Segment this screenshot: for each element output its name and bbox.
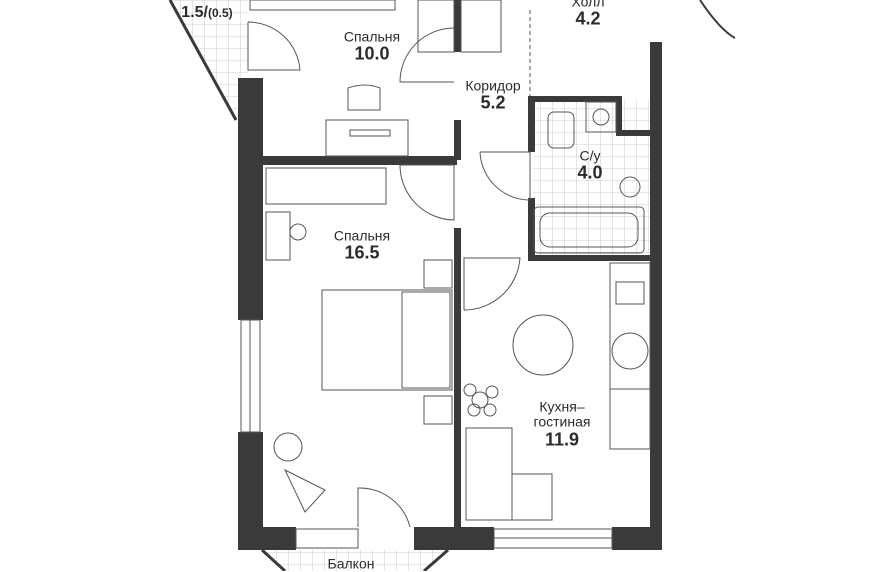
corridor-area: 5.2 bbox=[480, 92, 506, 113]
bathroom-area: 4.0 bbox=[577, 162, 603, 183]
hall-label: Холл 4.2 bbox=[572, 0, 605, 30]
hall-area: 4.2 bbox=[575, 8, 601, 29]
bathroom-label: С/у 4.0 bbox=[577, 148, 602, 183]
windows bbox=[240, 319, 613, 549]
hall-name: Холл bbox=[571, 0, 605, 10]
balcony-bottom-label: Балкон bbox=[327, 555, 375, 572]
bedroom-large-label: Спальня 16.5 bbox=[334, 228, 390, 263]
corridor-name: Коридор bbox=[465, 77, 521, 94]
balcony-edges bbox=[168, 0, 736, 571]
balcony-bottom-name: Балкон bbox=[327, 555, 375, 572]
balcony-top-area: 1.5 bbox=[181, 4, 204, 22]
balcony-top-floor bbox=[170, 0, 248, 120]
bedroom-small-area: 10.0 bbox=[354, 43, 390, 64]
bedroom-large-area: 16.5 bbox=[344, 242, 380, 263]
kitchen-name-line1: Кухня– bbox=[539, 398, 585, 415]
bedroom-small-name: Спальня bbox=[343, 28, 401, 45]
area-separator: / bbox=[203, 4, 209, 22]
kitchen-name-line2: гостиная bbox=[533, 414, 591, 431]
walls bbox=[238, 0, 662, 550]
kitchen-label: Кухня– гостиная 11.9 bbox=[533, 398, 591, 451]
balcony-top-label: 1.5/(0.5) bbox=[181, 4, 232, 22]
furniture bbox=[249, 0, 651, 521]
doors bbox=[247, 10, 531, 528]
bathroom-floor bbox=[533, 100, 651, 258]
kitchen-area: 11.9 bbox=[544, 429, 580, 450]
balcony-bottom-floor bbox=[262, 550, 448, 571]
plant-icon bbox=[463, 383, 499, 417]
bedroom-large-name: Спальня bbox=[333, 227, 391, 244]
corridor-label: Коридор 5.2 bbox=[465, 78, 520, 113]
balcony-top-area-sub: (0.5) bbox=[208, 6, 233, 21]
bathroom-name: С/у bbox=[579, 147, 601, 164]
bedroom-small-label: Спальня 10.0 bbox=[344, 29, 400, 64]
